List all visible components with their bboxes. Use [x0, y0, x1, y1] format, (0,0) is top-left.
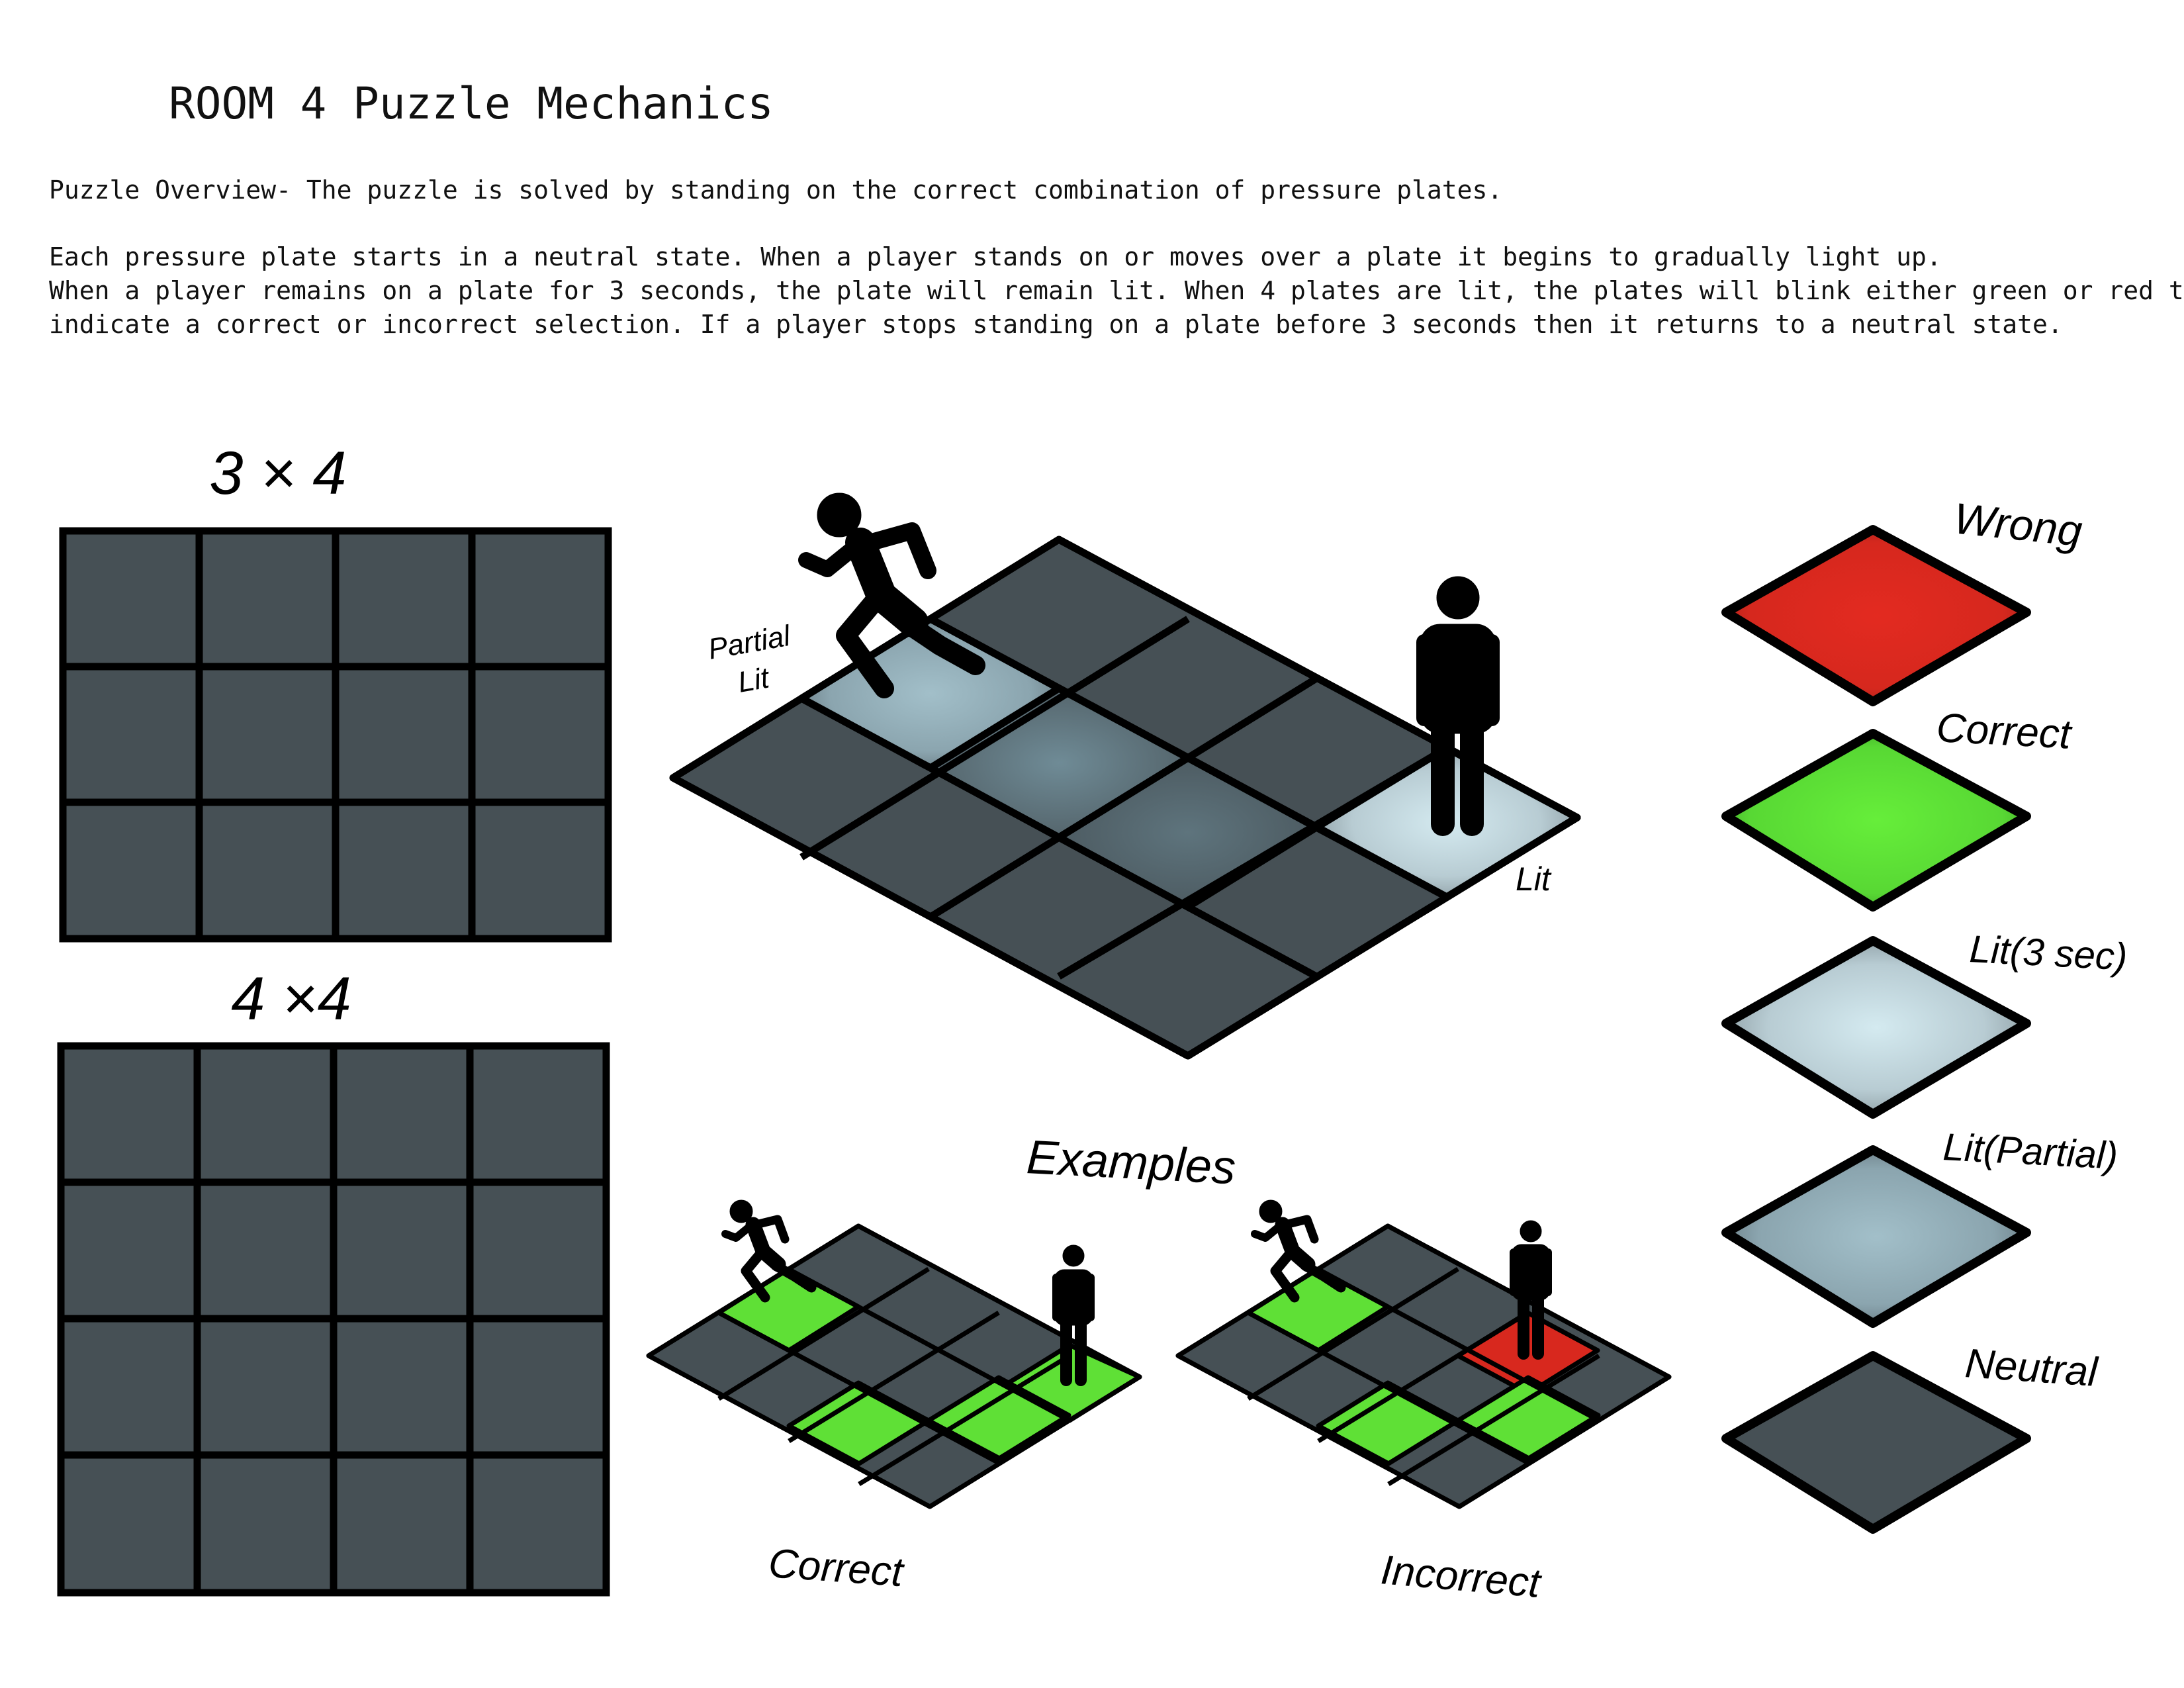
example-correct-label: Correct — [767, 1540, 906, 1595]
grid-3x4-label: 3 × 4 — [209, 440, 346, 507]
legend-neutral-label: Neutral — [1964, 1340, 2100, 1395]
partial-lit-label-2: Lit — [735, 661, 772, 699]
example-incorrect-label: Incorrect — [1379, 1547, 1544, 1607]
legend-lit-full-label: Lit(3 sec) — [1968, 927, 2128, 978]
example-incorrect-running-icon — [1251, 1199, 1346, 1303]
example-correct-standing-icon — [1052, 1244, 1095, 1386]
legend-correct-label: Correct — [1935, 705, 2073, 758]
rules-line-2: When a player remains on a plate for 3 s… — [49, 276, 2184, 305]
example-incorrect-board — [1175, 1223, 1672, 1509]
legend-lit-partial-plate — [1721, 1145, 2031, 1328]
legend-wrong-label: Wrong — [1952, 493, 2085, 555]
legend — [1721, 525, 2031, 1534]
rules-line-3: indicate a correct or incorrect selectio… — [49, 310, 2063, 339]
standing-player-icon — [1416, 576, 1500, 836]
example-correct-running-icon — [721, 1199, 817, 1303]
running-player-icon — [798, 492, 985, 698]
rules-line-1: Each pressure plate starts in a neutral … — [49, 242, 1942, 271]
legend-wrong-plate — [1721, 525, 2031, 706]
grid-3x4 — [59, 527, 612, 943]
iso-board-main — [669, 536, 1581, 1060]
partial-lit-label-1: Partial — [705, 620, 794, 666]
legend-neutral-plate — [1721, 1351, 2031, 1534]
example-incorrect-standing-icon — [1510, 1220, 1552, 1360]
legend-correct-plate — [1721, 729, 2031, 912]
grid-4x4-label: 4 ×4 — [231, 965, 351, 1033]
overview-text: Puzzle Overview- The puzzle is solved by… — [49, 175, 1503, 205]
legend-lit-full-plate — [1721, 936, 2031, 1119]
page-title: ROOM 4 Puzzle Mechanics — [169, 78, 774, 129]
legend-lit-partial-label: Lit(Partial) — [1942, 1125, 2118, 1178]
lit-label: Lit — [1516, 861, 1552, 898]
examples-heading: Examples — [1025, 1131, 1237, 1194]
grid-4x4 — [57, 1042, 610, 1597]
